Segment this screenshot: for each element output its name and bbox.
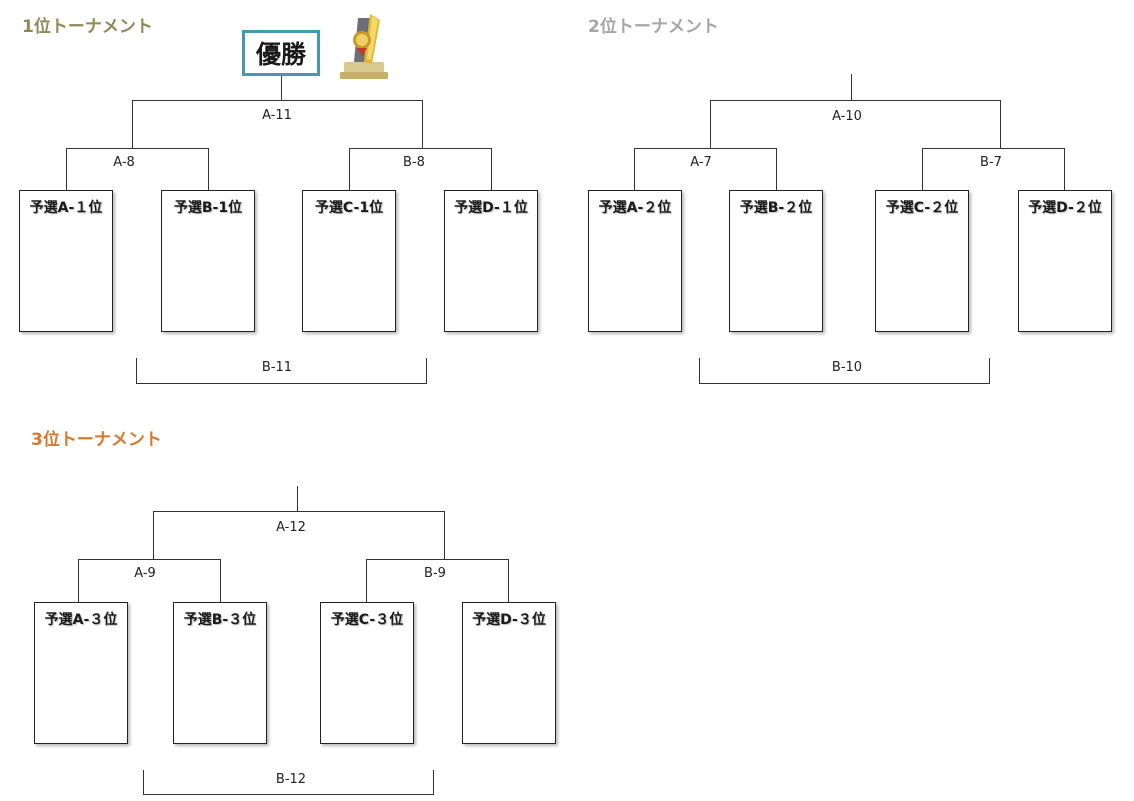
connector: [153, 511, 444, 512]
qualifier-label: 予選D-１位: [454, 200, 528, 216]
connector: [851, 74, 852, 100]
qualifier-label: 予選A-３位: [44, 612, 118, 628]
match-label: A-12: [276, 520, 306, 535]
qualifier-box: 予選C-２位: [875, 190, 969, 332]
connector: [366, 559, 508, 560]
connector: [281, 76, 282, 100]
qualifier-label: 予選C-３位: [330, 612, 404, 628]
match-label: B-8: [403, 155, 425, 170]
qualifier-box: 予選B-1位: [161, 190, 255, 332]
tournament-2-title: 2位トーナメント: [588, 17, 719, 37]
qualifier-box: 予選D-２位: [1018, 190, 1112, 332]
connector: [634, 148, 776, 149]
connector: [1064, 148, 1065, 190]
match-label: B-12: [275, 772, 307, 787]
trophy-icon: [340, 14, 388, 79]
qualifier-label: 予選B-1位: [173, 200, 243, 216]
connector: [444, 511, 445, 559]
match-label: B-10: [831, 360, 863, 375]
champion-box: 優勝: [242, 30, 320, 76]
qualifier-box: 予選C-1位: [302, 190, 396, 332]
qualifier-label: 予選C-1位: [314, 200, 384, 216]
bottom-bracket: [699, 358, 990, 384]
connector: [132, 100, 133, 148]
connector: [776, 148, 777, 190]
qualifier-label: 予選D-２位: [1028, 200, 1102, 216]
connector: [220, 559, 221, 602]
qualifier-box: 予選A-１位: [19, 190, 113, 332]
bottom-bracket: [143, 770, 434, 795]
connector: [132, 100, 422, 101]
match-label: A-10: [832, 109, 862, 124]
connector: [710, 100, 1000, 101]
connector: [922, 148, 923, 190]
connector: [78, 559, 79, 602]
connector: [349, 148, 491, 149]
connector: [634, 148, 635, 190]
connector: [66, 148, 67, 190]
match-label: B-9: [424, 566, 446, 581]
connector: [366, 559, 367, 602]
connector: [66, 148, 208, 149]
connector: [153, 511, 154, 559]
connector: [710, 100, 711, 148]
connector: [208, 148, 209, 190]
connector: [491, 148, 492, 190]
match-label: A-11: [262, 108, 292, 123]
connector: [922, 148, 1064, 149]
qualifier-box: 予選A-３位: [34, 602, 128, 744]
match-label: B-7: [980, 155, 1002, 170]
tournament-1-title: 1位トーナメント: [22, 17, 153, 37]
qualifier-box: 予選D-３位: [462, 602, 556, 744]
qualifier-box: 予選D-１位: [444, 190, 538, 332]
connector: [297, 486, 298, 511]
connector: [508, 559, 509, 602]
qualifier-box: 予選B-２位: [729, 190, 823, 332]
connector: [349, 148, 350, 190]
tournament-3-title: 3位トーナメント: [31, 430, 162, 450]
match-label: A-9: [134, 566, 156, 581]
qualifier-label: 予選D-３位: [472, 612, 546, 628]
connector: [78, 559, 220, 560]
match-label: A-8: [113, 155, 135, 170]
qualifier-label: 予選A-１位: [29, 200, 103, 216]
qualifier-box: 予選B-３位: [173, 602, 267, 744]
match-label: A-7: [690, 155, 712, 170]
bottom-bracket: [136, 358, 427, 384]
qualifier-label: 予選A-２位: [598, 200, 672, 216]
qualifier-box: 予選C-３位: [320, 602, 414, 744]
qualifier-label: 予選B-３位: [183, 612, 257, 628]
connector: [422, 100, 423, 148]
qualifier-label: 予選C-２位: [885, 200, 959, 216]
match-label: B-11: [261, 360, 293, 375]
qualifier-box: 予選A-２位: [588, 190, 682, 332]
qualifier-label: 予選B-２位: [739, 200, 813, 216]
connector: [1000, 100, 1001, 148]
